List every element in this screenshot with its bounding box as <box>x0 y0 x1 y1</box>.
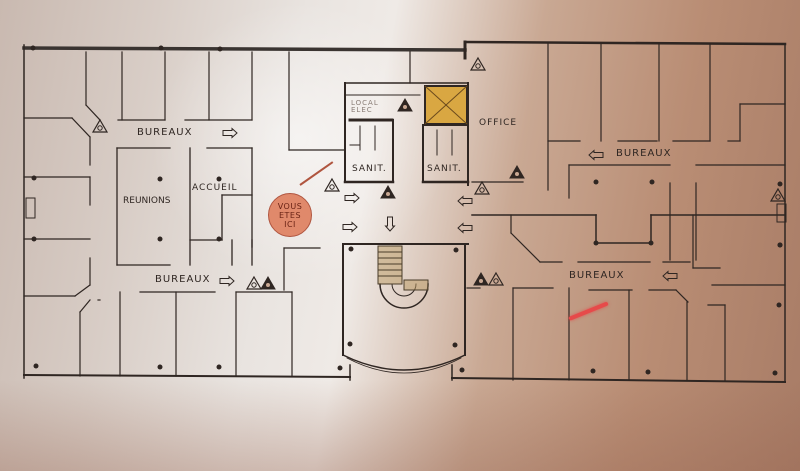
exit-arrow-icon <box>457 196 473 206</box>
fire-extinguisher-icon <box>770 188 786 202</box>
exit-arrow-icon <box>344 193 360 203</box>
label-reunions: REUNIONS <box>123 196 171 206</box>
label-bureaux: BUREAUX <box>155 274 211 285</box>
you-are-here-marker: VOUS ETES ICI <box>268 193 312 237</box>
fire-extinguisher-icon <box>470 57 486 71</box>
fire-extinguisher-icon <box>474 181 490 195</box>
label-bureaux: BUREAUX <box>569 270 625 281</box>
label-elec: ELEC <box>351 106 373 114</box>
fire-alarm-icon <box>473 272 489 286</box>
fire-alarm-icon <box>260 276 276 290</box>
you-are-here-line3: ICI <box>284 219 296 229</box>
fire-extinguisher-icon <box>92 119 108 133</box>
exit-arrow-icon <box>342 222 358 232</box>
exit-arrow-icon <box>457 223 473 233</box>
fire-alarm-icon <box>380 185 396 199</box>
you-are-here-line2: ETES <box>278 210 302 220</box>
label-office: OFFICE <box>479 118 518 128</box>
fire-alarm-icon <box>509 165 525 179</box>
exit-arrow-icon <box>222 128 238 138</box>
fire-extinguisher-icon <box>246 276 262 290</box>
label-sanit: SANIT. <box>352 164 387 174</box>
elevator-icon <box>424 85 468 125</box>
label-bureaux: BUREAUX <box>137 127 193 138</box>
label-local: LOCAL <box>351 99 379 107</box>
label-local-elec: LOCAL ELEC <box>351 100 379 114</box>
label-bureaux: BUREAUX <box>616 148 672 159</box>
label-accueil: ACCUEIL <box>192 183 238 193</box>
stairs-icon <box>377 245 429 291</box>
fire-extinguisher-icon <box>488 272 504 286</box>
fire-alarm-icon <box>397 98 413 112</box>
you-are-here-line1: VOUS <box>277 201 303 211</box>
exit-arrow-icon <box>385 216 395 232</box>
exit-arrow-icon <box>588 150 604 160</box>
fire-extinguisher-icon <box>324 178 340 192</box>
exit-arrow-icon <box>219 276 235 286</box>
exit-arrow-icon <box>662 271 678 281</box>
label-sanit: SANIT. <box>427 164 462 174</box>
